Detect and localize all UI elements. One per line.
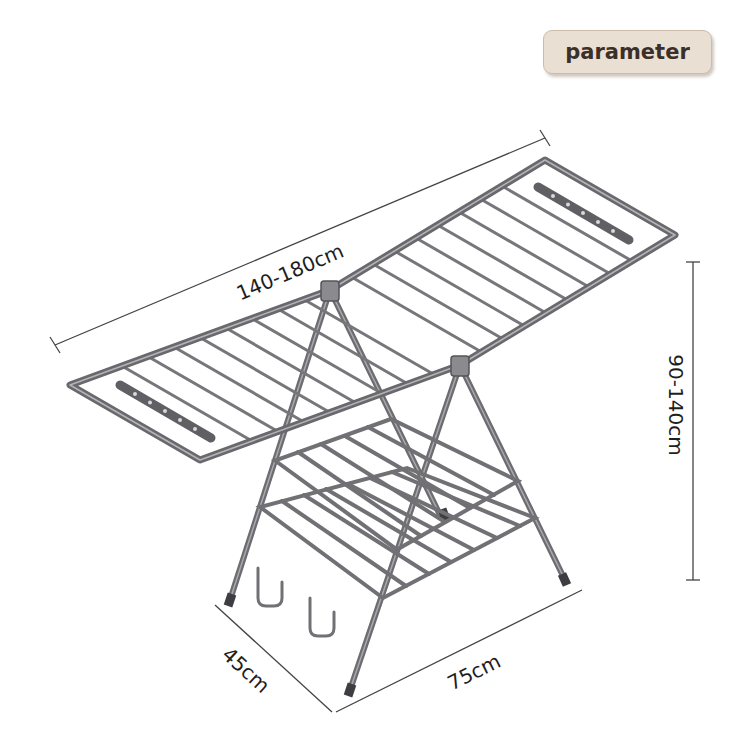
rack-legs (228, 290, 567, 696)
depth-dimension: 45cm (216, 642, 275, 699)
dimension-lines (50, 130, 700, 712)
badge-text: parameter (565, 40, 690, 64)
lower-shelves (258, 419, 535, 636)
rack-wings (70, 160, 675, 460)
length-dimension: 75cm (442, 649, 505, 695)
parameter-badge: parameter (543, 30, 712, 74)
height-dimension: 90-140cm (665, 352, 687, 457)
